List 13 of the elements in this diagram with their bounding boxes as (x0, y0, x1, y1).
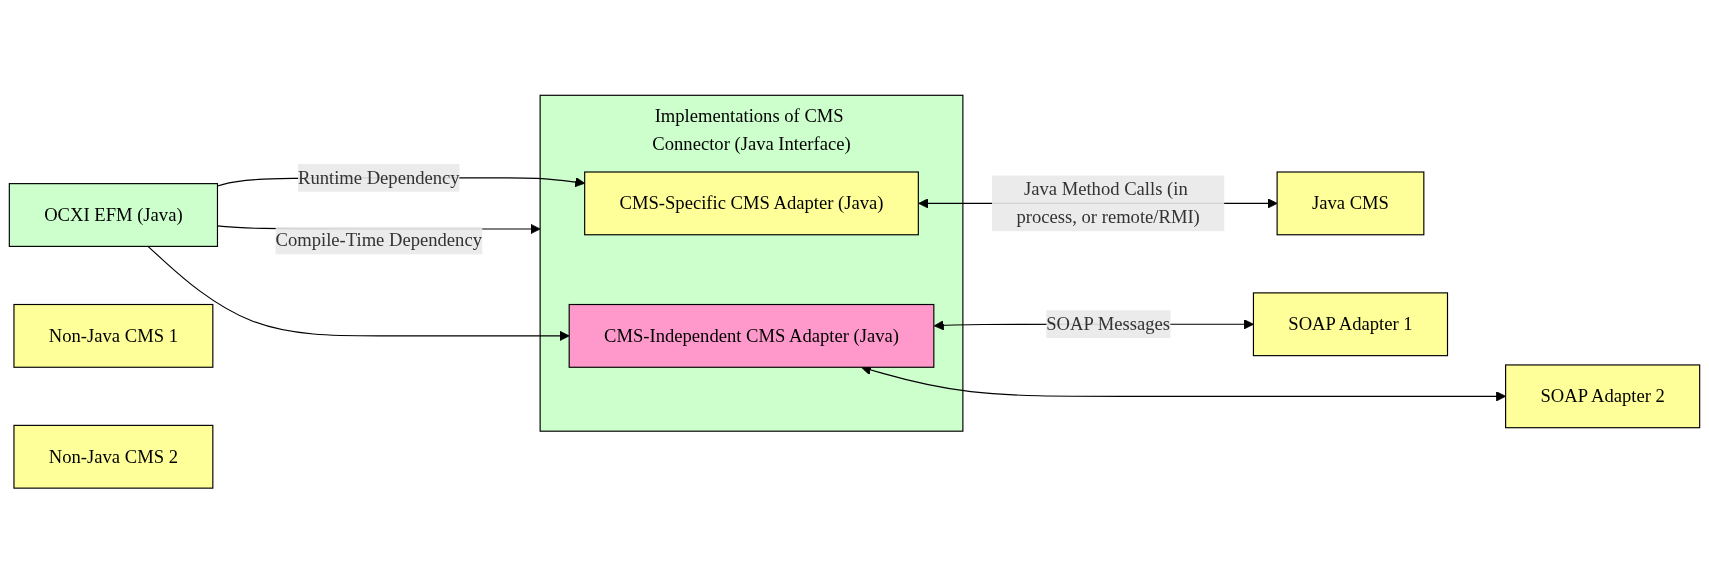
node-box: Java CMS (1276, 171, 1425, 236)
node-box: Non-Java CMS 1 (13, 303, 214, 368)
edge-label: SOAP Messages (1046, 313, 1171, 334)
edge-label: Runtime Dependency (297, 167, 460, 187)
arrow (147, 245, 570, 341)
node-box: Non-Java CMS 2 (13, 424, 214, 489)
node-box: OCXI EFM (Java) (8, 182, 219, 247)
edge-label: Java Method Calls (in process, or remote/RMI) (1016, 178, 1200, 227)
node-box: SOAP Adapter 1 (1252, 292, 1449, 356)
node-box: CMS-Independent CMS Adapter (Java) (568, 303, 935, 368)
node-box: SOAP Adapter 2 (1505, 364, 1701, 429)
node-box: CMS-Specific CMS Adapter (Java) (584, 171, 919, 236)
edge-label: Compile-Time Dependency (275, 229, 482, 250)
